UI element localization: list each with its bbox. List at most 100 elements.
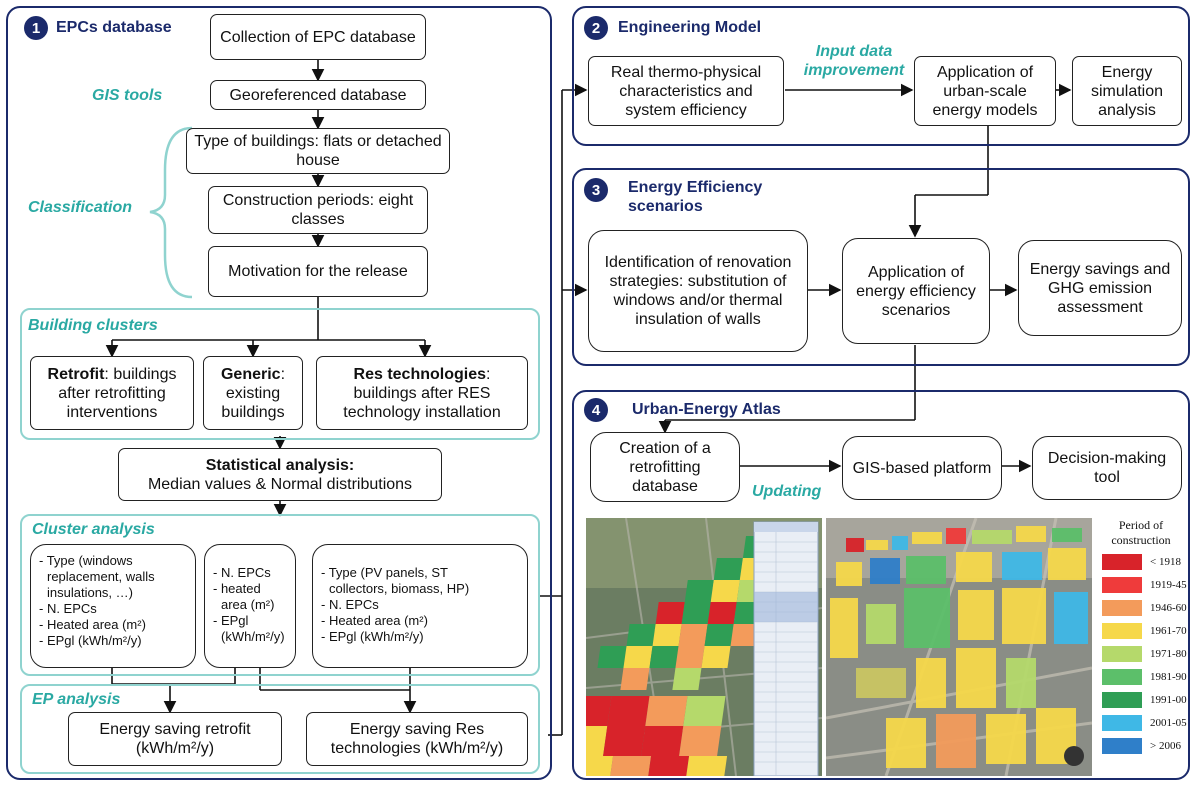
- energy-saving-res-box: Energy saving Res technologies (kWh/m²/y): [306, 712, 528, 766]
- map-grid-heatmap-image: [586, 518, 822, 776]
- statistical-bold: Statistical analysis:: [205, 456, 355, 474]
- ca3-line: collectors, biomass, HP): [329, 581, 470, 596]
- ca3-line: - N. EPCs: [321, 597, 379, 612]
- retrofitting-database-box: Creation of a retrofitting database: [590, 432, 740, 502]
- ca1-line: - N. EPCs: [39, 601, 97, 616]
- map-3d-buildings-graphic: [826, 518, 1092, 776]
- legend-label: > 2006: [1150, 740, 1181, 752]
- georeferenced-box: Georeferenced database: [210, 80, 426, 110]
- efficiency-scenarios-box: Application of energy efficiency scenari…: [842, 238, 990, 344]
- cluster-analysis-label: Cluster analysis: [32, 521, 155, 538]
- energy-simulation-box: Energy simulation analysis: [1072, 56, 1182, 126]
- updating-label: Updating: [752, 483, 822, 500]
- legend-label: 1961-70: [1150, 625, 1187, 637]
- saving-res-unit: technologies (kWh/m²/y): [330, 740, 504, 757]
- panel3-title-line1: Energy Efficiency: [628, 179, 763, 196]
- legend-swatch: [1102, 669, 1142, 685]
- legend-swatch: [1102, 692, 1142, 708]
- cluster-analysis-generic: - N. EPCs - heated area (m²) - EPgl (kWh…: [204, 544, 296, 668]
- legend-item: < 1918: [1102, 554, 1181, 570]
- ca3-line: - Heated area (m²): [321, 613, 428, 628]
- ca1-line: - EPgl (kWh/m²/y): [39, 633, 142, 648]
- legend-item: 1946-60: [1102, 600, 1187, 616]
- ca2-line: (kWh/m²/y): [221, 629, 285, 644]
- panel4-number: 4: [584, 398, 608, 422]
- real-characteristics-box: Real thermo-physical characteristics and…: [588, 56, 784, 126]
- cluster-analysis-retrofit: - Type (windows replacement, walls insul…: [30, 544, 196, 668]
- urban-scale-models-box: Application of urban-scale energy models: [914, 56, 1056, 126]
- legend-label: < 1918: [1150, 556, 1181, 568]
- panel3-title-line2: scenarios: [628, 198, 703, 215]
- generic-bold: Generic: [220, 365, 281, 383]
- building-clusters-label: Building clusters: [28, 317, 158, 334]
- panel-epcs-database: [6, 6, 552, 780]
- panel-engineering-model: [572, 6, 1190, 146]
- legend-label: 1981-90: [1150, 671, 1187, 683]
- construction-periods-box: Construction periods: eight classes: [208, 186, 428, 234]
- type-buildings-box: Type of buildings: flats or detached hou…: [186, 128, 450, 174]
- panel1-number: 1: [24, 16, 48, 40]
- legend-swatch: [1102, 600, 1142, 616]
- panel1-title: EPCs database: [56, 19, 172, 36]
- retrofit-bold: Retrofit: [47, 365, 105, 383]
- ep-analysis-group: [20, 684, 540, 774]
- energy-saving-retrofit-box: Energy saving retrofit (kWh/m²/y): [68, 712, 282, 766]
- decision-making-tool-box: Decision-making tool: [1032, 436, 1182, 500]
- legend-item: 1919-45: [1102, 577, 1187, 593]
- statistical-analysis-box: Statistical analysis:Median values & Nor…: [118, 448, 442, 501]
- classification-label: Classification: [28, 199, 133, 216]
- generic-cluster-box: Generic: existing buildings: [203, 356, 303, 430]
- energy-savings-ghg-box: Energy savings and GHG emission assessme…: [1018, 240, 1182, 336]
- legend-swatch: [1102, 646, 1142, 662]
- legend-swatch: [1102, 554, 1142, 570]
- ca1-line: - Type (windows: [39, 553, 133, 568]
- generic-text: : existing buildings: [221, 365, 286, 421]
- ep-analysis-label: EP analysis: [32, 691, 121, 708]
- statistical-text: Median values & Normal distributions: [147, 475, 413, 493]
- input-improvement-line2: improvement: [803, 62, 905, 79]
- map-grid-heatmap-graphic: [586, 518, 822, 776]
- legend-item: 2001-05: [1102, 715, 1187, 731]
- panel3-number: 3: [584, 178, 608, 202]
- legend-label: 1991-00: [1150, 694, 1187, 706]
- legend-item: 1981-90: [1102, 669, 1187, 685]
- saving-retrofit-text: Energy saving retrofit: [99, 721, 251, 738]
- ca1-line: - Heated area (m²): [39, 617, 146, 632]
- ca3-line: - EPgl (kWh/m²/y): [321, 629, 424, 644]
- legend-swatch: [1102, 577, 1142, 593]
- panel-energy-efficiency-scenarios: [572, 168, 1190, 366]
- legend-label: 1946-60: [1150, 602, 1187, 614]
- ca2-line: - EPgl: [213, 613, 249, 628]
- legend-swatch: [1102, 715, 1142, 731]
- input-improvement-label: Input data improvement: [796, 42, 912, 80]
- ca2-line: - heated: [213, 581, 261, 596]
- legend-swatch: [1102, 738, 1142, 754]
- renovation-strategies-box: Identification of renovation strategies:…: [588, 230, 808, 352]
- retrofit-text: : buildings after retrofitting intervent…: [58, 365, 177, 421]
- legend-item: 1961-70: [1102, 623, 1187, 639]
- legend: Period of construction: [1096, 518, 1186, 768]
- retrofit-cluster-box: Retrofit: buildings after retrofitting i…: [30, 356, 194, 430]
- collection-box: Collection of EPC database: [210, 14, 426, 60]
- map-3d-buildings-image: [826, 518, 1092, 776]
- ca1-line: replacement, walls: [47, 569, 155, 584]
- saving-res-text: Energy saving Res: [349, 721, 485, 738]
- res-text: : buildings after RES technology install…: [343, 365, 501, 421]
- ca1-line: insulations, …): [47, 585, 133, 600]
- panel-urban-energy-atlas: [572, 390, 1190, 780]
- cluster-analysis-res: - Type (PV panels, ST collectors, biomas…: [312, 544, 528, 668]
- input-improvement-line1: Input data: [815, 43, 893, 60]
- saving-retrofit-unit: (kWh/m²/y): [135, 740, 215, 757]
- legend-label: 1919-45: [1150, 579, 1187, 591]
- legend-label: 2001-05: [1150, 717, 1187, 729]
- ca2-line: - N. EPCs: [213, 565, 271, 580]
- gis-tools-label: GIS tools: [92, 87, 163, 104]
- ca2-line: area (m²): [221, 597, 275, 612]
- legend-swatch: [1102, 623, 1142, 639]
- panel2-number: 2: [584, 16, 608, 40]
- legend-title-line2: construction: [1111, 533, 1171, 547]
- legend-label: 1971-80: [1150, 648, 1187, 660]
- panel3-title: Energy Efficiency scenarios: [628, 178, 762, 216]
- legend-item: 1991-00: [1102, 692, 1187, 708]
- ca3-line: - Type (PV panels, ST: [321, 565, 448, 580]
